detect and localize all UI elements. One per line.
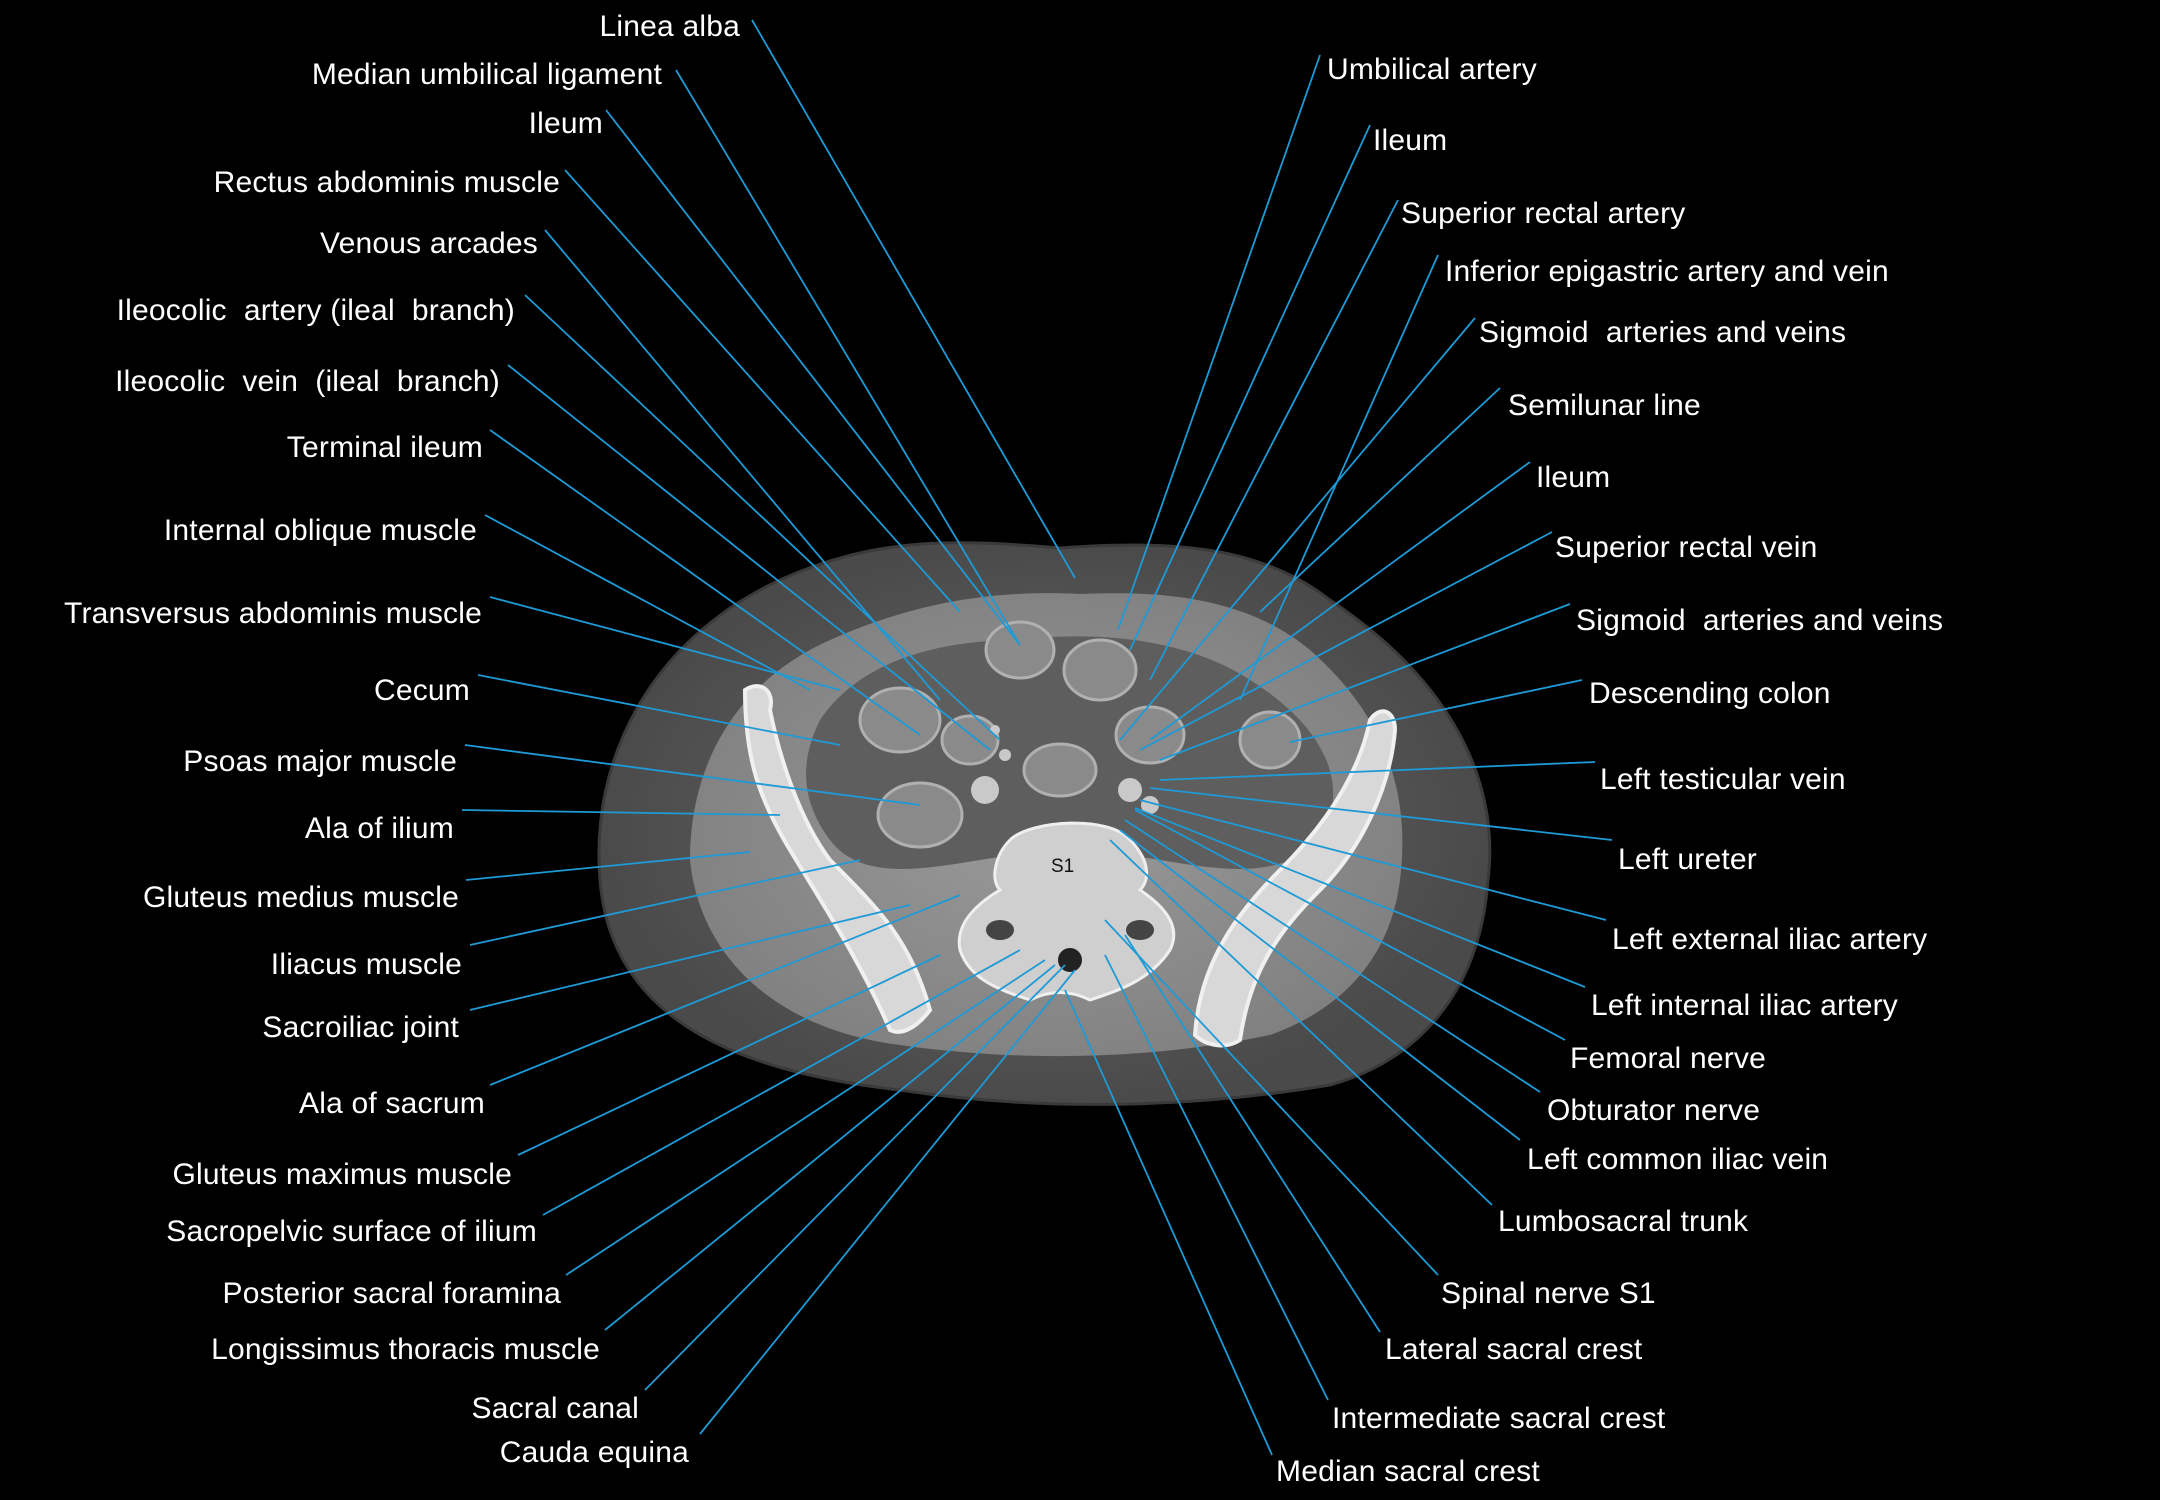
label-terminal-ileum: Terminal ileum (286, 431, 483, 464)
leader-line-left-11 (477, 674, 841, 746)
leader-line-right-20 (1124, 934, 1381, 1333)
leader-line-right-14 (1134, 807, 1586, 988)
leader-line-right-16 (1124, 819, 1541, 1093)
label-transversus-abdominis-muscle: Transversus abdominis muscle (64, 597, 482, 630)
leader-line-left-18 (517, 954, 941, 1156)
label-sacropelvic-surface-of-ilium: Sacropelvic surface of ilium (166, 1215, 537, 1248)
label-ileocolic-vein: Ileocolic vein (ileal branch) (115, 365, 500, 398)
label-iliacus-muscle: Iliacus muscle (270, 948, 462, 981)
label-left-ureter: Left ureter (1618, 843, 1757, 876)
label-ala-of-sacrum: Ala of sacrum (299, 1087, 485, 1120)
leader-line-left-9 (484, 514, 811, 691)
leader-lines (461, 19, 1613, 1456)
label-obturator-nerve: Obturator nerve (1547, 1094, 1761, 1127)
label-internal-oblique-muscle: Internal oblique muscle (163, 514, 477, 547)
leader-line-left-20 (565, 959, 1046, 1276)
leader-line-left-14 (465, 851, 751, 881)
leader-line-right-22 (1064, 989, 1273, 1456)
label-ileum-right-1: Ileum (1373, 124, 1448, 157)
leader-line-right-10 (1289, 679, 1583, 743)
label-superior-rectal-vein: Superior rectal vein (1555, 531, 1818, 564)
label-spinal-nerve-s1: Spinal nerve S1 (1441, 1277, 1656, 1310)
leader-line-left-2 (675, 69, 1021, 646)
label-left-external-iliac-artery: Left external iliac artery (1612, 923, 1928, 956)
leader-line-left-13 (461, 809, 781, 816)
label-linea-alba: Linea alba (599, 10, 740, 43)
vertebra-label: S1 (1051, 856, 1075, 877)
label-descending-colon: Descending colon (1589, 677, 1831, 710)
leader-line-left-3 (605, 109, 1021, 646)
label-superior-rectal-artery: Superior rectal artery (1401, 197, 1686, 230)
leader-line-left-4 (564, 169, 961, 613)
label-intermediate-sacral-crest: Intermediate sacral crest (1332, 1402, 1666, 1435)
leader-line-right-3 (1149, 199, 1399, 681)
label-rectus-abdominis-muscle: Rectus abdominis muscle (213, 166, 560, 199)
label-ileum-right-2: Ileum (1536, 461, 1611, 494)
leader-line-left-16 (469, 904, 911, 1011)
label-venous-arcades: Venous arcades (320, 227, 538, 260)
sacrum (957, 821, 1176, 1002)
label-ileocolic-artery: Ileocolic artery (ileal branch) (116, 294, 515, 327)
leader-line-right-6 (1259, 387, 1501, 613)
label-lumbosacral-trunk: Lumbosacral trunk (1498, 1205, 1749, 1238)
leader-line-left-21 (604, 964, 1056, 1331)
leader-line-right-12 (1149, 787, 1613, 841)
leader-line-left-19 (542, 949, 1021, 1216)
leader-line-right-11 (1159, 761, 1596, 781)
label-left-common-iliac-vein: Left common iliac vein (1527, 1143, 1829, 1176)
leader-line-right-21 (1104, 954, 1329, 1401)
leader-line-left-6 (524, 294, 1001, 741)
leader-line-right-4 (1239, 254, 1439, 701)
label-inferior-epigastric-artery-and-vein: Inferior epigastric artery and vein (1445, 255, 1889, 288)
label-gluteus-medius-muscle: Gluteus medius muscle (143, 881, 459, 914)
label-cauda-equina: Cauda equina (499, 1436, 689, 1469)
leader-line-left-8 (489, 429, 921, 736)
leader-line-left-15 (469, 859, 861, 946)
label-median-sacral-crest: Median sacral crest (1276, 1455, 1540, 1488)
leader-line-right-2 (1129, 124, 1371, 651)
leader-line-left-22 (644, 964, 1066, 1391)
label-sacroiliac-joint: Sacroiliac joint (262, 1011, 459, 1044)
label-psoas-major-muscle: Psoas major muscle (183, 745, 457, 778)
label-umbilical-artery: Umbilical artery (1327, 53, 1537, 86)
leader-line-right-9 (1159, 603, 1571, 761)
label-semilunar-line: Semilunar line (1508, 389, 1701, 422)
leader-line-right-13 (1139, 799, 1607, 921)
label-lateral-sacral-crest: Lateral sacral crest (1385, 1333, 1643, 1366)
leader-line-left-12 (464, 744, 921, 806)
leader-line-right-1 (1117, 54, 1321, 631)
leader-line-right-18 (1109, 839, 1493, 1206)
label-posterior-sacral-foramina: Posterior sacral foramina (222, 1277, 561, 1310)
leader-line-left-1 (751, 19, 1076, 579)
leader-line-right-17 (1119, 829, 1521, 1141)
label-left-testicular-vein: Left testicular vein (1600, 763, 1846, 796)
label-ala-of-ilium: Ala of ilium (304, 812, 454, 845)
leader-line-right-8 (1139, 531, 1553, 751)
label-femoral-nerve: Femoral nerve (1570, 1042, 1767, 1075)
leader-line-left-17 (489, 894, 961, 1086)
leader-line-right-19 (1104, 919, 1439, 1276)
leader-line-right-15 (1134, 809, 1566, 1041)
label-cecum: Cecum (373, 674, 470, 707)
iliac-bones (742, 684, 1398, 1048)
label-sacral-canal: Sacral canal (471, 1392, 639, 1425)
leader-line-left-23 (699, 969, 1076, 1435)
leader-line-left-7 (507, 364, 991, 751)
label-left-internal-iliac-artery: Left internal iliac artery (1591, 989, 1899, 1022)
bowel-loops (858, 620, 1302, 849)
label-gluteus-maximus-muscle: Gluteus maximus muscle (172, 1158, 512, 1191)
label-ileum-left: Ileum (528, 107, 603, 140)
label-sigmoid-arteries-and-veins-1: Sigmoid arteries and veins (1479, 316, 1847, 349)
label-median-umbilical-ligament: Median umbilical ligament (311, 58, 662, 91)
label-sigmoid-arteries-and-veins-2: Sigmoid arteries and veins (1576, 604, 1944, 637)
leader-line-right-7 (1149, 461, 1531, 741)
label-longissimus-thoracis-muscle: Longissimus thoracis muscle (211, 1333, 600, 1366)
leader-line-right-5 (1119, 317, 1476, 741)
leader-line-left-10 (489, 596, 841, 691)
